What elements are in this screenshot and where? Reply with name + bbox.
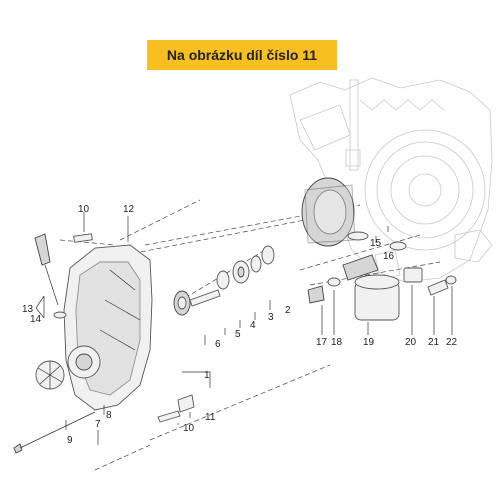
callout-16: 16 — [383, 251, 395, 262]
bolt-top — [73, 233, 93, 243]
callout-14: 14 — [30, 314, 42, 325]
callout-8: 8 — [106, 410, 112, 421]
callout-6: 6 — [215, 339, 221, 350]
callout-labels: 10 12 13 14 1 2 3 4 5 6 7 8 9 10 11 15 1… — [22, 204, 458, 446]
callout-5: 5 — [235, 329, 241, 340]
callout-4: 4 — [250, 320, 256, 331]
callout-22: 22 — [446, 337, 458, 348]
impeller — [35, 360, 65, 390]
callout-11: 11 — [205, 412, 216, 423]
callout-17: 17 — [316, 337, 328, 348]
callout-12: 12 — [123, 204, 135, 215]
clip-11 — [177, 394, 195, 413]
bolt-bottom — [157, 410, 181, 423]
callout-13: 13 — [22, 304, 34, 315]
shaft-assembly — [173, 245, 275, 316]
callout-15: 15 — [370, 238, 382, 249]
callout-10-top: 10 — [78, 204, 90, 215]
dipstick — [34, 233, 67, 319]
callout-3: 3 — [268, 312, 274, 323]
long-bolt — [13, 411, 96, 454]
stator — [301, 177, 356, 247]
callout-19: 19 — [363, 337, 375, 348]
callout-10-bottom: 10 — [183, 423, 195, 434]
callout-21: 21 — [428, 337, 440, 348]
callout-9: 9 — [67, 435, 73, 446]
callout-20: 20 — [405, 337, 417, 348]
callout-2: 2 — [285, 305, 291, 316]
callout-18: 18 — [331, 337, 343, 348]
callout-1: 1 — [204, 370, 210, 381]
title-banner: Na obrázku díl číslo 11 — [147, 40, 337, 70]
oil-filter-assembly — [307, 231, 457, 321]
callout-7: 7 — [95, 419, 101, 430]
engine-side-cover — [63, 244, 153, 411]
leader-lines — [35, 212, 453, 445]
assembly-lines — [59, 199, 441, 471]
